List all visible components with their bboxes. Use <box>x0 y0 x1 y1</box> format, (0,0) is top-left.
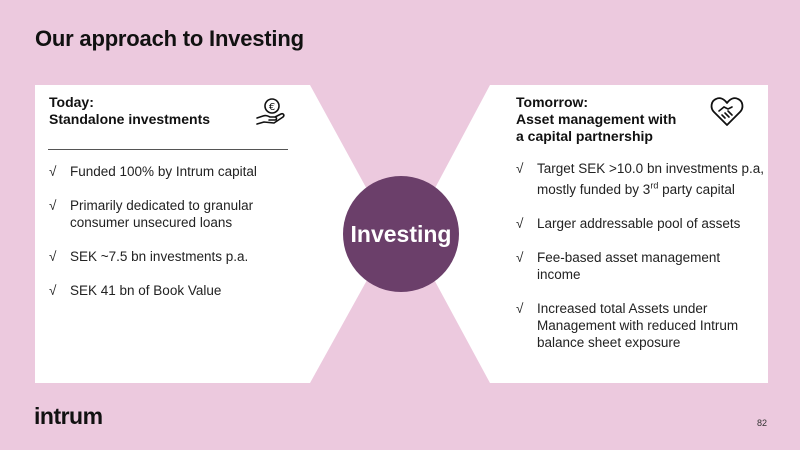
hand-coin-euro-icon: € <box>256 98 285 125</box>
tomorrow-header: Tomorrow: Asset management with a capita… <box>516 94 761 145</box>
tomorrow-heading-line1: Tomorrow: <box>516 94 589 110</box>
bullet-text: SEK 41 bn of Book Value <box>70 283 222 298</box>
check-mark-icon: √ <box>516 249 524 265</box>
today-header: Today: Standalone investments <box>49 94 309 128</box>
bullet-text: Larger addressable pool of assets <box>537 215 741 231</box>
investing-circle: Investing <box>343 176 459 292</box>
check-mark-icon: √ <box>49 164 57 179</box>
list-item: √ SEK ~7.5 bn investments p.a. <box>49 248 309 265</box>
list-item: √ Funded 100% by Intrum capital <box>49 163 309 180</box>
slide-title: Our approach to Investing <box>35 26 304 51</box>
today-divider <box>48 149 288 150</box>
today-heading-line1: Today: <box>49 94 94 110</box>
bullet-text: Primarily dedicated to granular consumer… <box>70 198 254 230</box>
intrum-logo: intrum <box>34 403 103 429</box>
list-item: √ Larger addressable pool of assets <box>516 215 766 232</box>
tomorrow-bullet-list: √ Target SEK >10.0 bn investments p.a, m… <box>516 160 766 368</box>
bullet-text: Funded 100% by Intrum capital <box>70 164 257 179</box>
tomorrow-heading-line2: Asset management with <box>516 111 677 127</box>
left-panel <box>35 85 392 383</box>
check-mark-icon: √ <box>516 300 524 316</box>
right-panel <box>410 85 768 383</box>
bullet-text: Increased total Assets under Management … <box>537 300 739 350</box>
today-bullet-list: √ Funded 100% by Intrum capital √ Primar… <box>49 163 309 316</box>
bullet-text-part: party capital <box>658 181 735 197</box>
center-label: Investing <box>350 220 452 247</box>
list-item: √ Primarily dedicated to granular consum… <box>49 197 309 231</box>
handshake-heart-icon <box>710 97 744 126</box>
superscript: rd <box>650 180 659 190</box>
list-item: √ Fee-based asset management income <box>516 249 766 283</box>
check-mark-icon: √ <box>49 198 57 213</box>
list-item: √ Target SEK >10.0 bn investments p.a, m… <box>516 160 766 198</box>
tomorrow-heading-line3: a capital partnership <box>516 128 653 144</box>
bullet-text: Fee-based asset management income <box>537 249 721 282</box>
check-mark-icon: √ <box>49 249 57 264</box>
svg-text:€: € <box>269 102 275 113</box>
check-mark-icon: √ <box>516 215 524 231</box>
page-number: 82 <box>757 418 768 428</box>
today-heading-line2: Standalone investments <box>49 111 211 127</box>
check-mark-icon: √ <box>49 283 57 298</box>
list-item: √ SEK 41 bn of Book Value <box>49 282 309 299</box>
bullet-text: Target SEK >10.0 bn investments p.a, mos… <box>537 161 764 197</box>
bullet-text-part: Target SEK >10.0 bn investments p.a, mos… <box>537 161 765 197</box>
bullet-text: SEK ~7.5 bn investments p.a. <box>70 249 249 264</box>
list-item: √ Increased total Assets under Managemen… <box>516 300 766 351</box>
check-mark-icon: √ <box>516 161 524 176</box>
